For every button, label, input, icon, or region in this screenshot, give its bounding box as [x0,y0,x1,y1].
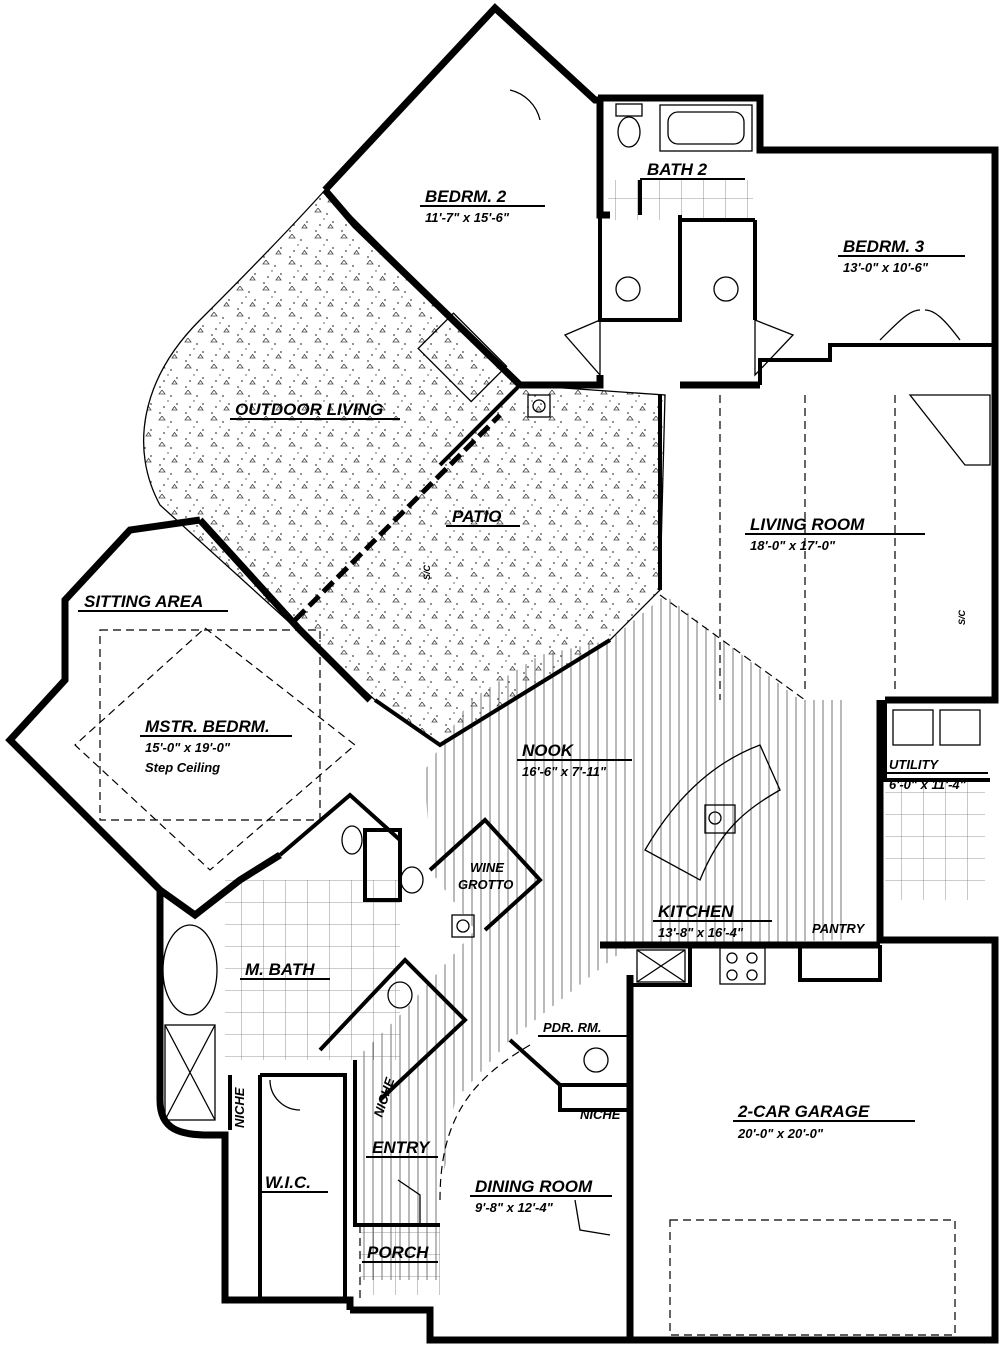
soffit-mark-living: S/C [957,609,967,625]
mbath-label: M. BATH [245,960,315,979]
bedroom2-label: BEDRM. 2 [425,187,507,206]
dining-room-dims: 9'-8" x 12'-4" [475,1200,554,1215]
utility-label: UTILITY [889,757,939,772]
utility-tile-floor [885,780,985,900]
interior-walls [228,180,995,1300]
niche-label-powder: NICHE [580,1107,621,1122]
porch-tile-floor [360,1225,440,1295]
living-room-label: LIVING ROOM [750,515,865,534]
mbath-tile-floor [225,880,400,1060]
nook-dims: 16'-6" x 7'-11" [522,764,607,779]
nook-label: NOOK [522,741,575,760]
bath2-tile-floor [608,180,753,220]
porch-label: PORCH [367,1243,429,1262]
bath2-label: BATH 2 [647,160,708,179]
entry-label: ENTRY [372,1138,431,1157]
wic-label: W.I.C. [265,1173,311,1192]
kitchen-label: KITCHEN [658,902,734,921]
garage-dims: 20'-0" x 20'-0" [737,1126,824,1141]
bedroom3-label: BEDRM. 3 [843,237,925,256]
niche-label-wic: NICHE [232,1087,247,1128]
wine-grotto-label-2: GROTTO [458,877,513,892]
exterior-walls [5,3,999,1344]
bedroom3-dims: 13'-0" x 10'-6" [843,260,929,275]
soffit-mark-patio: S/C [422,564,432,580]
room-labels: BEDRM. 2 11'-7" x 15'-6" BATH 2 BEDRM. 3… [78,160,988,1263]
master-bedroom-label: MSTR. BEDRM. [145,717,270,736]
dining-room-label: DINING ROOM [475,1177,593,1196]
outdoor-living-label: OUTDOOR LIVING [235,400,383,419]
kitchen-dims: 13'-8" x 16'-4" [658,925,744,940]
pantry-label: PANTRY [812,921,866,936]
wine-grotto-label-1: WINE [470,860,504,875]
master-bedroom-note: Step Ceiling [145,760,220,775]
powder-room-label: PDR. RM. [543,1020,602,1035]
utility-dims: 6'-0" x 11'-4" [889,777,967,792]
patio-label: PATIO [452,507,501,526]
wood-floor [355,595,845,1280]
master-bedroom-dims: 15'-0" x 19'-0" [145,740,231,755]
living-room-dims: 18'-0" x 17'-0" [750,538,836,553]
garage-label: 2-CAR GARAGE [737,1102,870,1121]
bedroom2-dims: 11'-7" x 15'-6" [425,210,510,225]
ceiling-dashed-lines [74,395,956,1336]
sitting-area-label: SITTING AREA [84,592,203,611]
fixtures [162,89,991,1236]
